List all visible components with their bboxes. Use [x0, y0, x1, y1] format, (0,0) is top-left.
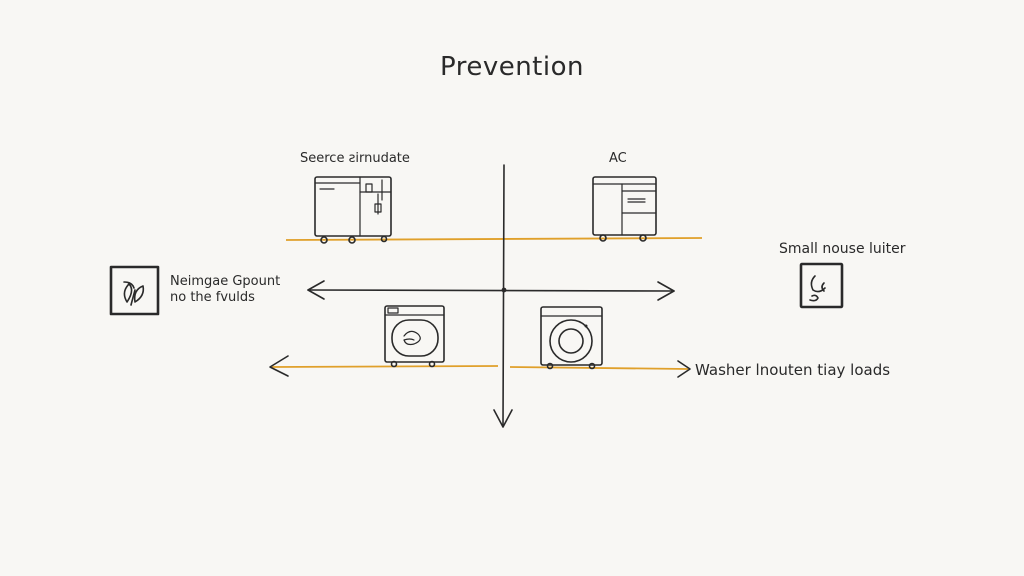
bottom-right-orange-line: [509, 366, 689, 370]
ac-unit-icon: [592, 176, 657, 242]
vertical-axis-arrow: [493, 164, 513, 428]
left-sign-label-line-1: Neimgae Gpount: [170, 274, 281, 289]
washer-loads-label: Washer lnouten tiay loads: [695, 361, 891, 379]
freezer-icon: [314, 176, 392, 244]
ac-label: AC: [609, 151, 627, 166]
left-sign-label: Neimgae Gpount no the fvulds: [170, 274, 280, 306]
diagram-title: Prevention: [439, 52, 584, 82]
left-sign-label-line-2: no the fvulds: [170, 290, 255, 305]
small-appliance-label: Small nouse luiter: [779, 241, 906, 257]
bottom-left-orange-line: [271, 365, 499, 368]
right-arrow-head: [677, 360, 691, 378]
washing-machine-icon: [540, 306, 603, 370]
small-appliance-icon: [799, 262, 844, 309]
freezer-label: Seerce ƨirnudate: [300, 151, 410, 166]
washer-icon: [384, 305, 445, 368]
leaf-sign-icon: [109, 265, 160, 316]
horizontal-axis-arrow: [307, 280, 675, 301]
left-arrow-head: [269, 355, 289, 377]
